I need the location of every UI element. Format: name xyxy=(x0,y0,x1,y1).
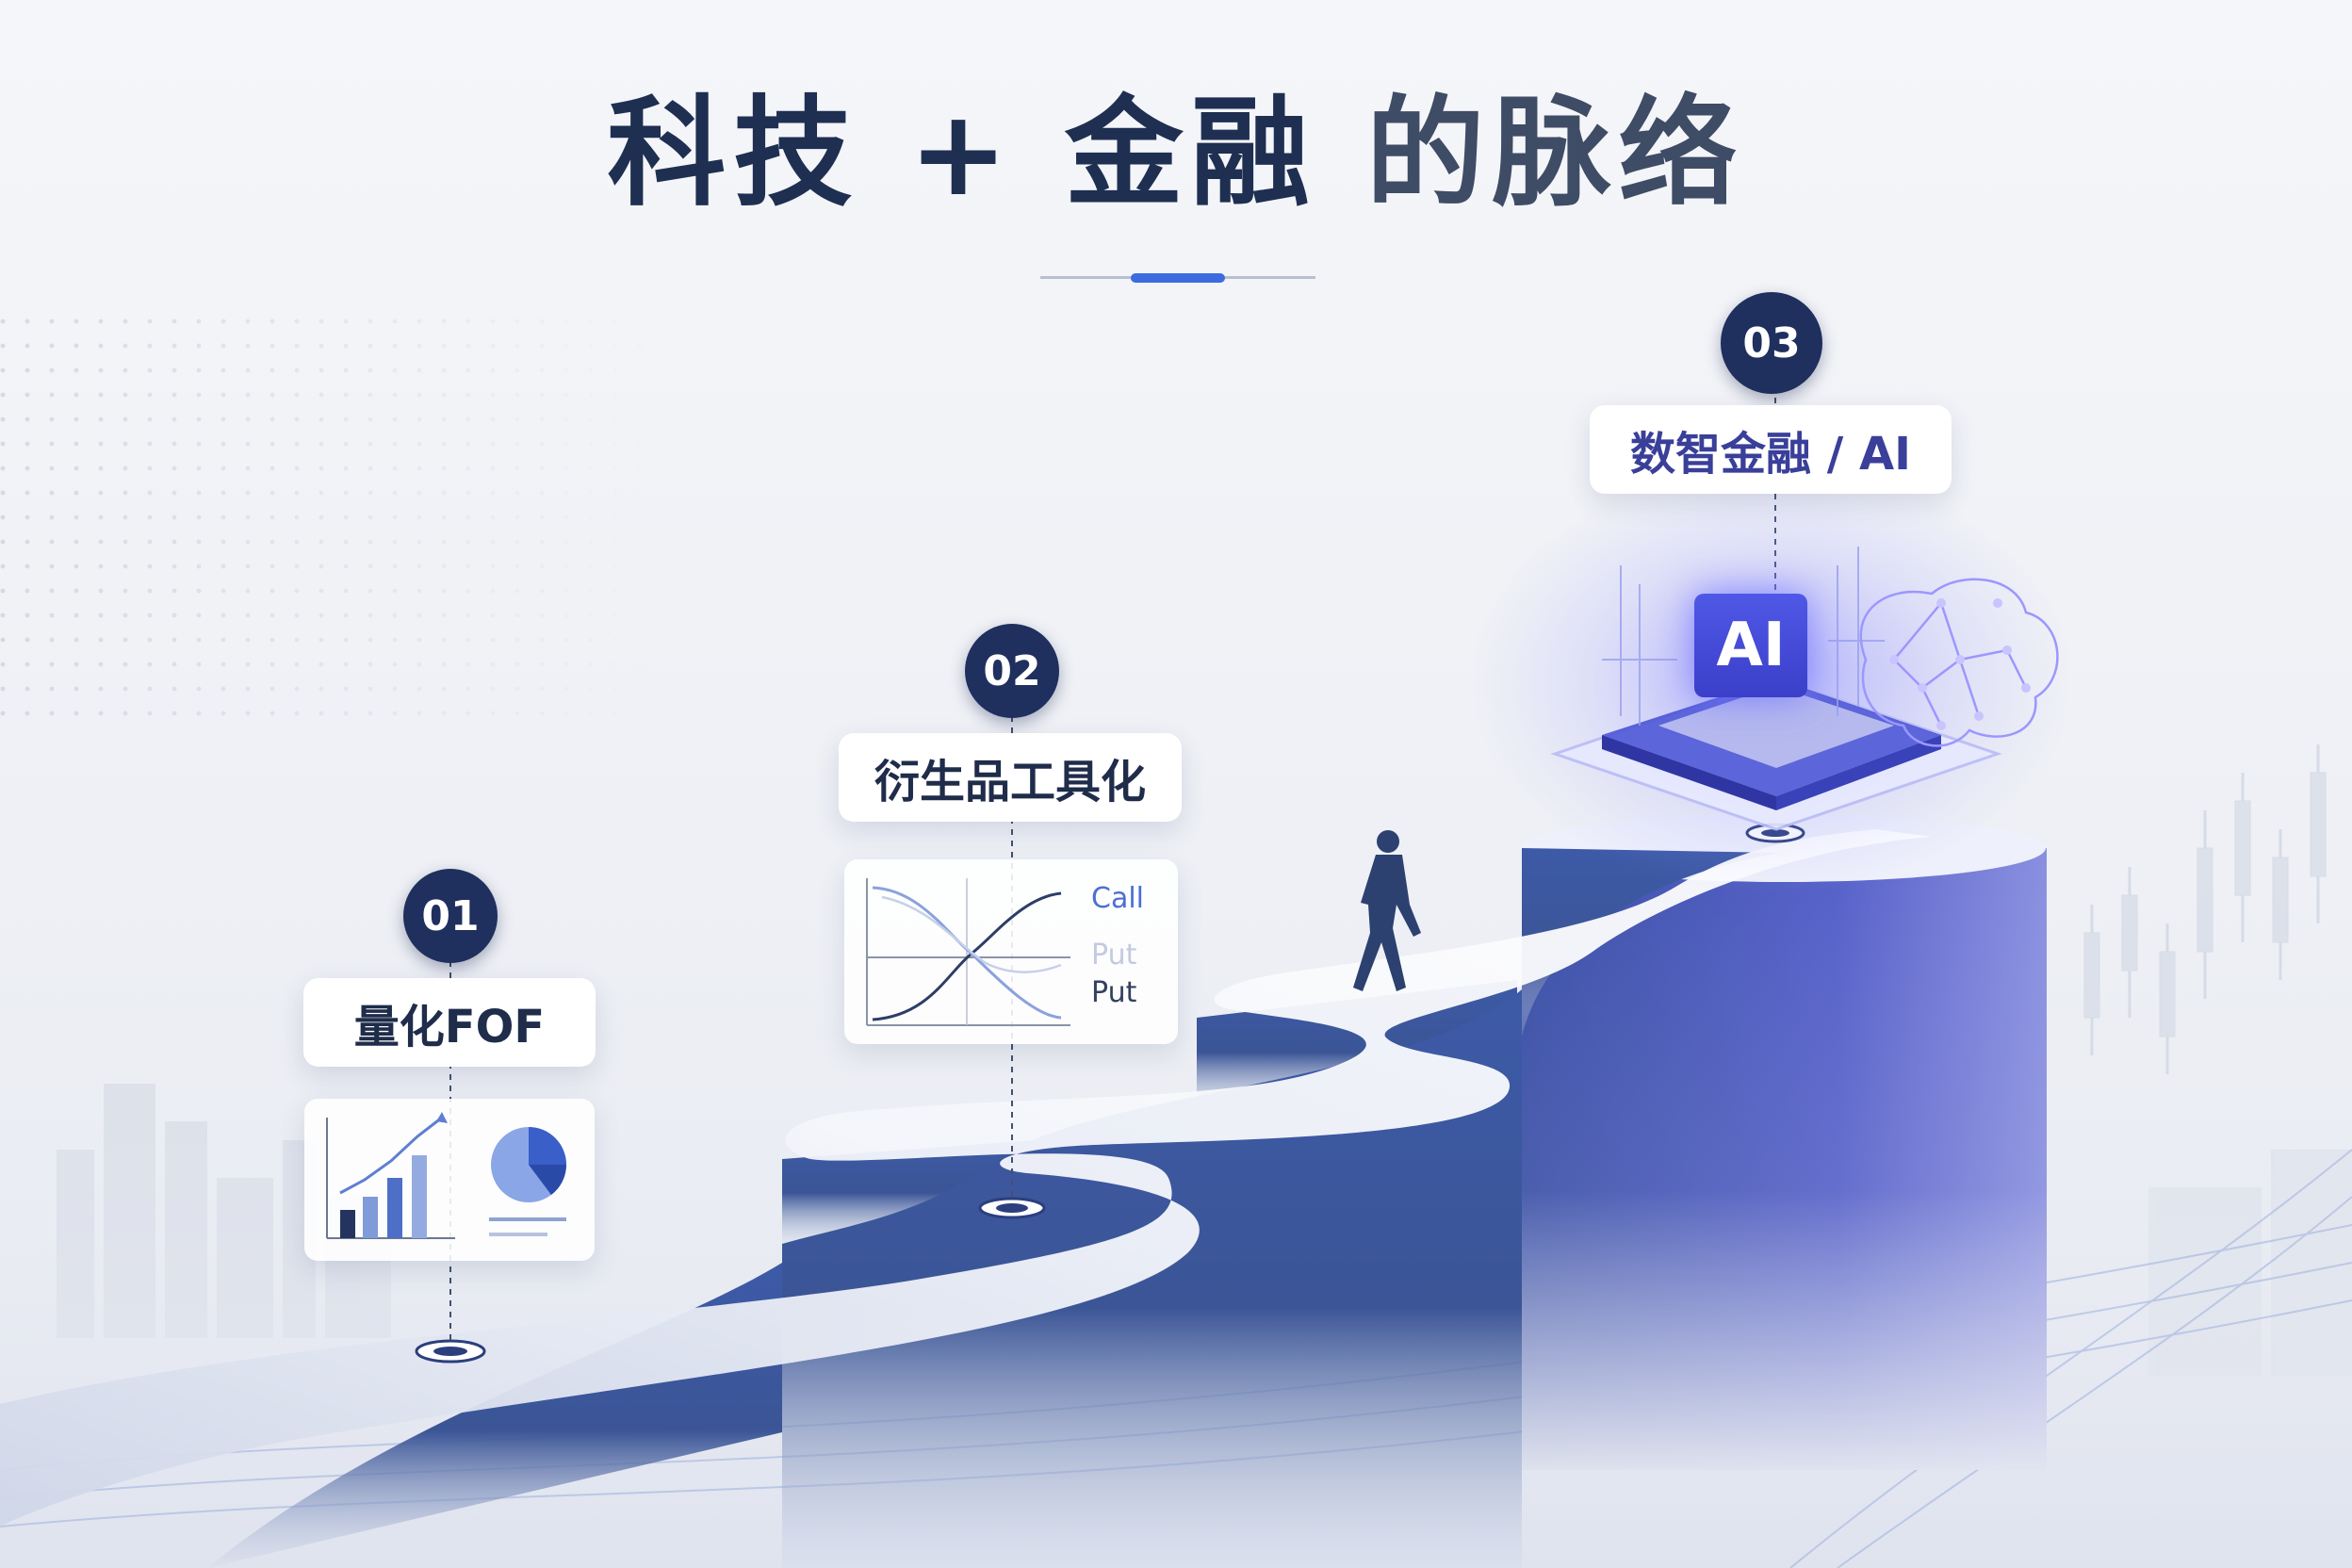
dot-grid-decoration xyxy=(0,311,678,726)
pie-chart-icon xyxy=(489,1127,566,1236)
page-title-suffix: 的脉络 xyxy=(1365,84,1745,222)
ai-pillar xyxy=(1522,814,2047,1470)
option-payoff-chart-icon xyxy=(866,878,1070,1026)
bar-chart-icon xyxy=(326,1112,455,1239)
ai-chip-platform xyxy=(1550,547,2002,831)
stage-02-badge: 02 xyxy=(965,624,1059,718)
stage-02-card: Call Put Put xyxy=(844,859,1178,1044)
page-title-main: 科技 + 金融 xyxy=(607,84,1317,222)
walking-person-icon xyxy=(1353,830,1421,991)
stage-01-card xyxy=(304,1099,595,1261)
stage-02-label: 衍生品工具化 xyxy=(839,733,1182,822)
page-title: 科技 + 金融 的脉络 xyxy=(0,83,2352,224)
brain-network-icon xyxy=(1859,578,2059,747)
title-divider-accent xyxy=(1131,273,1225,283)
legend-call: Call xyxy=(1091,882,1145,915)
stage-03-label: 数智金融 / AI xyxy=(1590,405,1952,494)
stage-01-label: 量化FOF xyxy=(303,978,596,1067)
stage-01-badge: 01 xyxy=(403,869,498,963)
legend-put: Put xyxy=(1091,976,1137,1009)
stage-03-badge: 03 xyxy=(1721,292,1822,394)
legend-put-faded: Put xyxy=(1091,939,1137,972)
ai-chip-icon: AI xyxy=(1694,594,1807,697)
